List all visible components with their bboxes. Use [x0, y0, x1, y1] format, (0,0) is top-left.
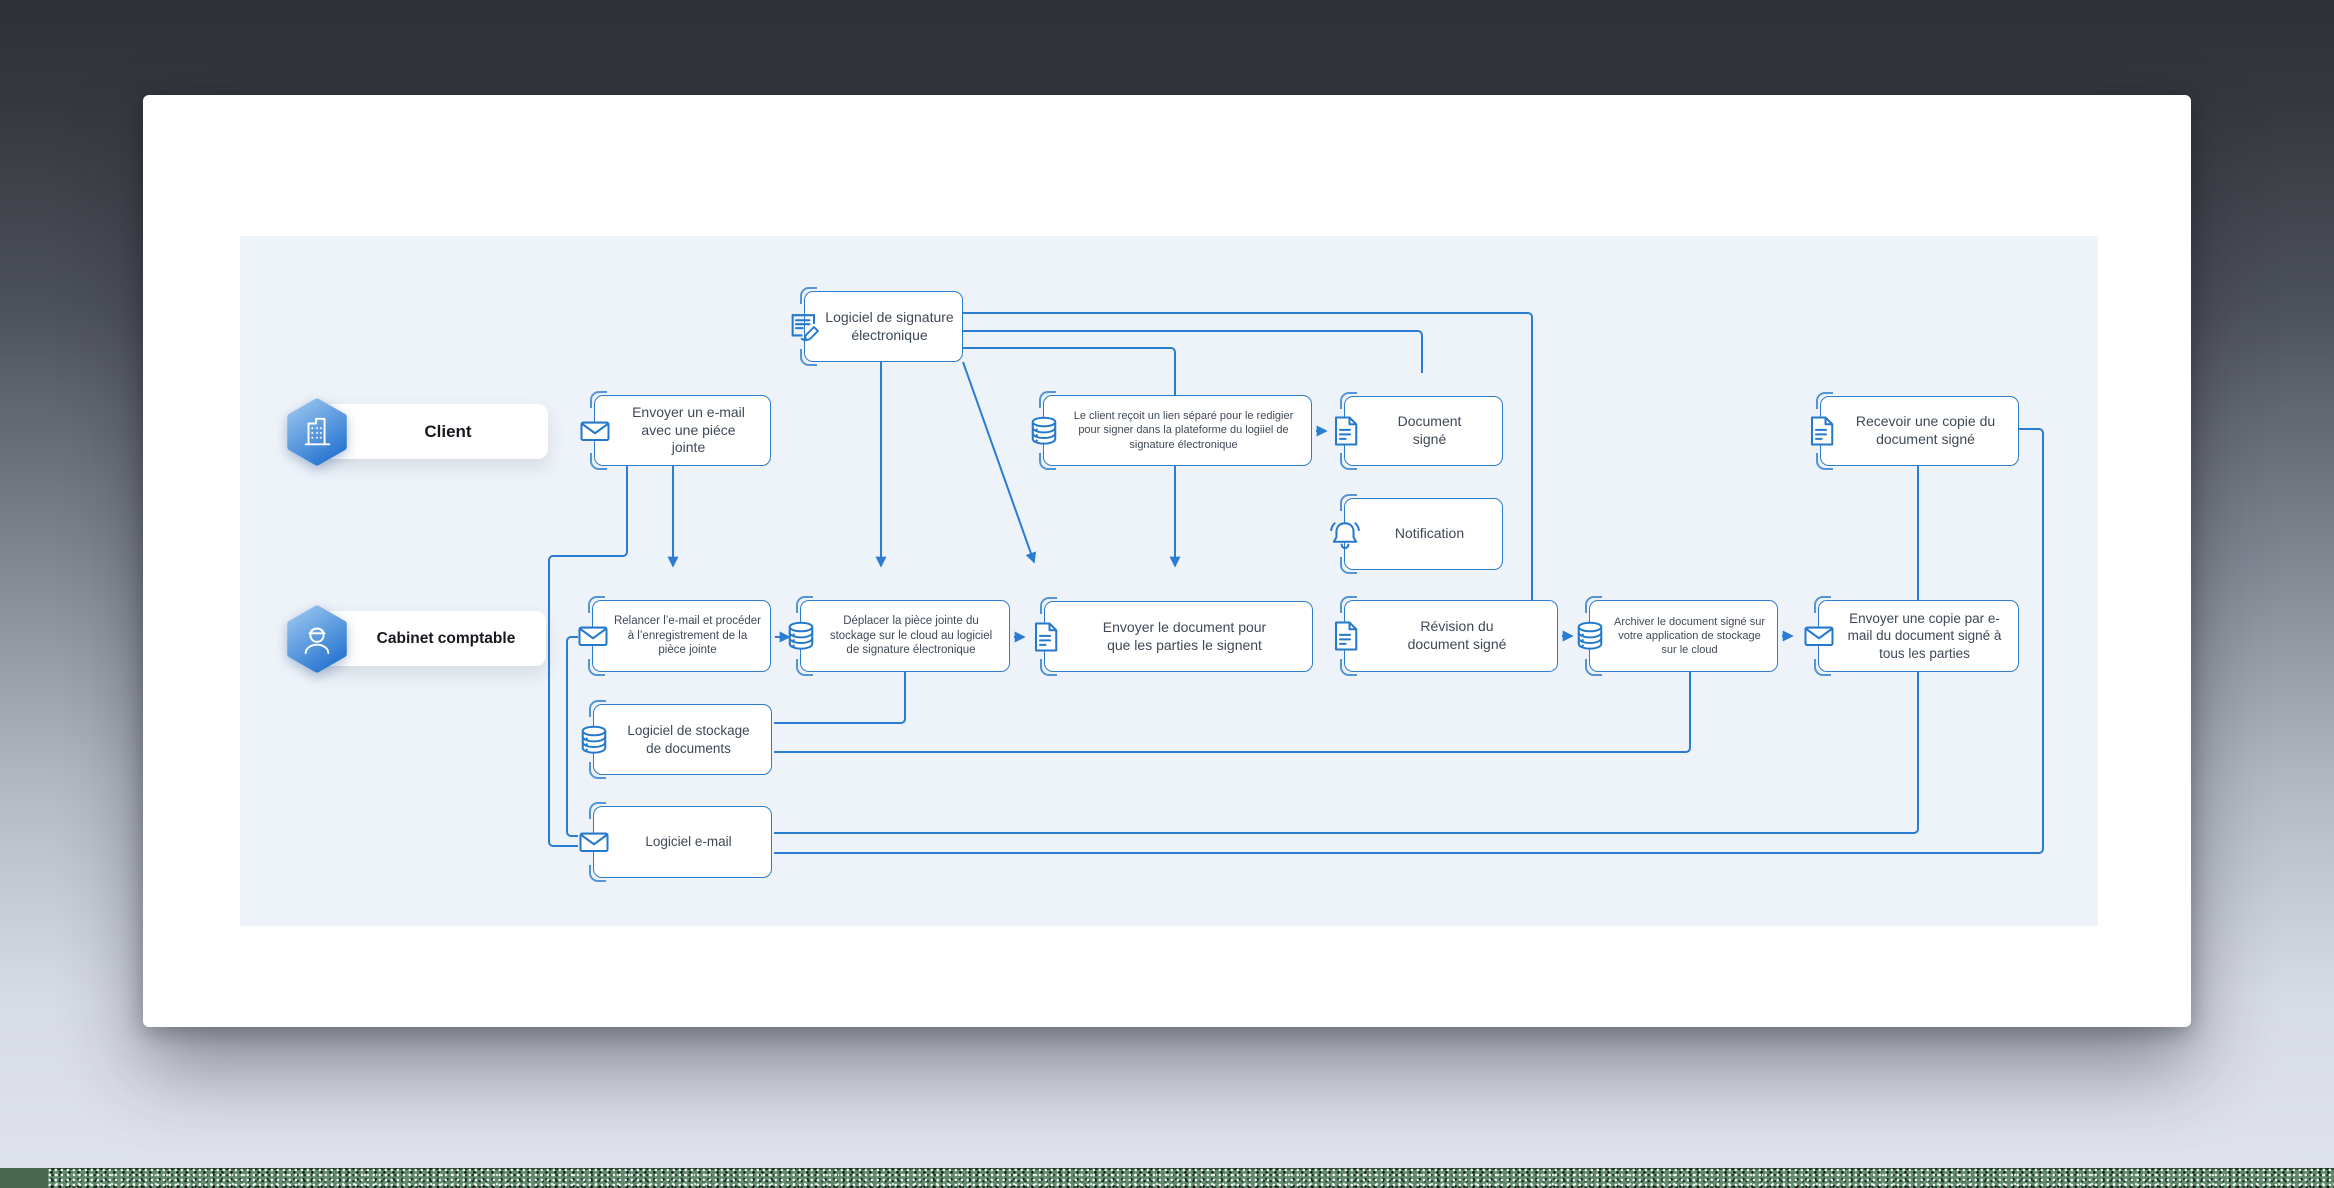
node-label: Archiver le document signé sur votre app…: [1613, 615, 1765, 657]
node-label: Recevoir une copie du document signé: [1855, 413, 1996, 447]
document-icon: [1027, 618, 1063, 656]
lane-cabinet-label: Cabinet comptable: [376, 629, 516, 647]
lane-cabinet-comptable[interactable]: Cabinet comptable: [312, 611, 546, 666]
node-document-signed[interactable]: Document signé: [1344, 392, 1503, 470]
node-label: Relancer l’e-mail et procéder à l’enregi…: [613, 614, 761, 657]
database-icon: [1572, 617, 1608, 655]
noise-strip-left-block: [0, 1168, 48, 1188]
node-revision-document[interactable]: Révision du document signé: [1344, 596, 1558, 676]
node-envoyer-document[interactable]: Envoyer le document pour que les parties…: [1044, 597, 1313, 676]
envelope-icon: [575, 617, 611, 655]
node-notification[interactable]: Notification: [1344, 494, 1503, 574]
document-icon: [1327, 617, 1363, 655]
lane-client-hexagon: [285, 398, 349, 466]
node-deplacer-piece[interactable]: Déplacer la pièce jointe du stockage sur…: [800, 596, 1010, 676]
node-label: Logiciel de stockage de documents: [627, 723, 750, 756]
node-label: Déplacer la pièce jointe du stockage sur…: [829, 614, 993, 657]
bell-icon: [1327, 515, 1363, 553]
node-label: Envoyer un e-mail avec une piéce jointe: [632, 403, 745, 456]
node-signature-software[interactable]: Logiciel de signature électronique: [804, 287, 963, 366]
node-send-email[interactable]: Envoyer un e-mail avec une piéce jointe: [594, 391, 771, 470]
node-label: Document signé: [1397, 413, 1462, 447]
node-logiciel-email[interactable]: Logiciel e-mail: [593, 802, 772, 882]
envelope-icon: [577, 412, 613, 450]
database-icon: [783, 617, 819, 655]
node-label: Le client reçoit un lien séparé pour le …: [1073, 410, 1294, 451]
accountant-icon: [304, 627, 330, 655]
node-label: Envoyer le document pour que les parties…: [1102, 618, 1267, 653]
flowchart-panel: [240, 236, 2098, 926]
node-relancer-email[interactable]: Relancer l’e-mail et procéder à l’enregi…: [592, 596, 771, 676]
node-label: Envoyer une copie par e-mail du document…: [1847, 611, 2002, 661]
lane-client-label: Client: [424, 421, 472, 441]
node-stockage-documents[interactable]: Logiciel de stockage de documents: [593, 700, 772, 779]
node-label: Notification: [1394, 525, 1465, 542]
node-label: Logiciel de signature électronique: [825, 308, 954, 343]
node-archiver-document[interactable]: Archiver le document signé sur votre app…: [1589, 596, 1778, 676]
database-icon: [1026, 412, 1062, 450]
signature-document-icon: [787, 308, 823, 346]
lane-client[interactable]: Client: [312, 404, 548, 459]
node-label: Révision du document signé: [1407, 618, 1507, 652]
envelope-icon: [576, 823, 612, 861]
database-icon: [576, 721, 612, 759]
node-label: Logiciel e-mail: [645, 834, 732, 850]
building-icon: [304, 417, 331, 446]
noise-strip: [0, 1168, 2334, 1188]
node-client-link[interactable]: Le client reçoit un lien séparé pour le …: [1043, 391, 1312, 470]
lane-cabinet-hexagon: [285, 605, 349, 673]
document-icon: [1803, 412, 1839, 450]
envelope-icon: [1801, 617, 1837, 655]
node-receive-copy[interactable]: Recevoir une copie du document signé: [1820, 392, 2019, 470]
node-envoyer-copie[interactable]: Envoyer une copie par e-mail du document…: [1818, 596, 2019, 676]
document-icon: [1327, 412, 1363, 450]
